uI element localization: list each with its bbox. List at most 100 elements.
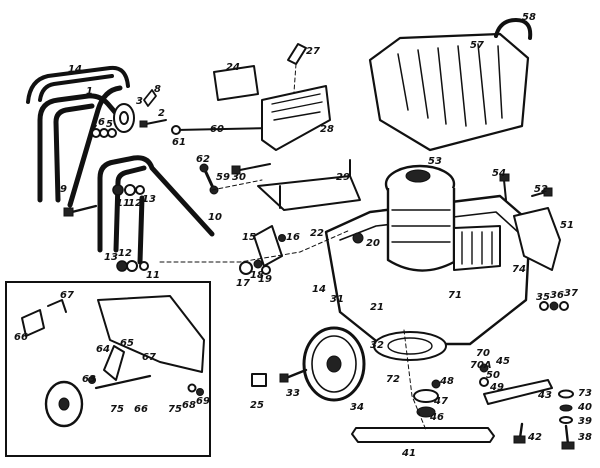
label-11-lower: 11 — [146, 270, 160, 281]
label-8: 8 — [154, 84, 161, 95]
label-48: 48 — [439, 376, 454, 387]
rod-60 — [171, 125, 275, 135]
label-70: 70 — [476, 348, 490, 359]
upper-handle — [37, 85, 123, 208]
label-5: 5 — [106, 119, 113, 130]
washers-73-40-39 — [558, 389, 574, 424]
adapter-46-47 — [413, 389, 439, 418]
label-41: 41 — [401, 448, 416, 459]
label-72: 72 — [386, 374, 400, 385]
bracket-29 — [257, 159, 361, 211]
label-31: 31 — [330, 294, 344, 305]
inset-bracket-64-65 — [94, 345, 152, 390]
label-19: 19 — [258, 274, 272, 285]
blade-43 — [483, 379, 553, 405]
label-67-inset-top: 67 — [60, 290, 74, 301]
handle-bracket-3 — [113, 103, 135, 133]
label-9: 9 — [60, 184, 67, 195]
label-49: 49 — [489, 382, 504, 393]
label-6: 6 — [98, 117, 105, 128]
blade-holder-72 — [373, 331, 447, 361]
washers-11-12-13-lower — [116, 260, 149, 272]
label-17: 17 — [236, 278, 250, 289]
label-46: 46 — [429, 412, 444, 423]
lower-handle — [97, 155, 215, 265]
label-33: 33 — [286, 388, 300, 399]
label-20: 20 — [366, 238, 380, 249]
label-3: 3 — [136, 96, 143, 107]
nuts-17-18-19 — [239, 259, 271, 275]
label-45: 45 — [495, 356, 510, 367]
label-14: 14 — [68, 64, 82, 75]
label-28: 28 — [320, 124, 334, 135]
label-66-inset: 66 — [134, 404, 148, 415]
label-1: 1 — [86, 86, 93, 97]
hub-cap-25 — [251, 373, 267, 387]
bolt-30 — [231, 163, 271, 175]
blade-41 — [351, 427, 495, 443]
label-10: 10 — [208, 212, 222, 223]
label-54: 54 — [492, 168, 506, 179]
label-63: 63 — [82, 374, 96, 385]
engine — [384, 164, 501, 272]
label-40: 40 — [577, 402, 592, 413]
label-25: 25 — [250, 400, 264, 411]
label-36: 36 — [550, 290, 564, 301]
label-58: 58 — [522, 12, 536, 23]
label-24: 24 — [226, 62, 240, 73]
label-21: 21 — [370, 302, 384, 313]
label-60: 60 — [210, 124, 224, 135]
label-59: 59 — [216, 172, 230, 183]
label-62: 62 — [196, 154, 210, 165]
label-22: 22 — [310, 228, 324, 239]
label-7: 7 — [90, 124, 97, 135]
label-61: 61 — [172, 137, 186, 148]
label-2: 2 — [158, 108, 165, 119]
axle-bolt-33 — [279, 368, 308, 383]
label-13-lower: 13 — [104, 252, 118, 263]
pin-8 — [143, 89, 157, 107]
label-53: 53 — [428, 156, 442, 167]
label-47: 47 — [433, 396, 448, 407]
label-11-upper: 11 — [116, 198, 130, 209]
label-16: 16 — [286, 232, 300, 243]
handle-bar-14 — [26, 65, 130, 104]
inset-clip-66-67 — [21, 299, 67, 337]
label-14-deck: 14 — [312, 284, 326, 295]
label-64: 64 — [96, 344, 110, 355]
bolt-38 — [561, 424, 575, 450]
wheel-34 — [302, 326, 366, 402]
screw-52 — [531, 187, 553, 197]
washers-5-6-7 — [91, 128, 117, 138]
label-75-inset-left: 75 — [110, 404, 124, 415]
screw-2 — [139, 119, 167, 128]
label-12-upper: 12 — [128, 198, 142, 209]
label-18: 18 — [250, 270, 264, 281]
label-13-upper: 13 — [142, 194, 156, 205]
leader-lines — [159, 63, 427, 431]
fastener-20 — [352, 232, 364, 244]
label-27: 27 — [306, 46, 320, 57]
part-labels: 14 1 3 8 2 7 6 5 9 11 12 13 10 13 12 11 … — [14, 12, 592, 459]
nuts-48-49-50 — [431, 363, 489, 389]
label-34: 34 — [350, 402, 364, 413]
label-37: 37 — [564, 288, 578, 299]
label-50: 50 — [486, 370, 500, 381]
label-32: 32 — [370, 340, 384, 351]
label-66-inset-top: 66 — [14, 332, 28, 343]
label-30: 30 — [232, 172, 246, 183]
label-70a: 70A — [470, 360, 492, 371]
washers-35-36-37 — [539, 301, 569, 311]
inset-wheel — [44, 380, 84, 428]
label-68: 68 — [182, 400, 196, 411]
cable-guide-28 — [261, 85, 331, 151]
inset-deck — [97, 295, 205, 373]
bolt-9 — [63, 204, 98, 217]
bag-frame-57 — [368, 32, 530, 152]
label-29: 29 — [336, 172, 350, 183]
clip-27 — [287, 43, 307, 65]
inset-detail-box — [5, 281, 211, 457]
label-73: 73 — [578, 388, 592, 399]
label-52: 52 — [534, 184, 548, 195]
